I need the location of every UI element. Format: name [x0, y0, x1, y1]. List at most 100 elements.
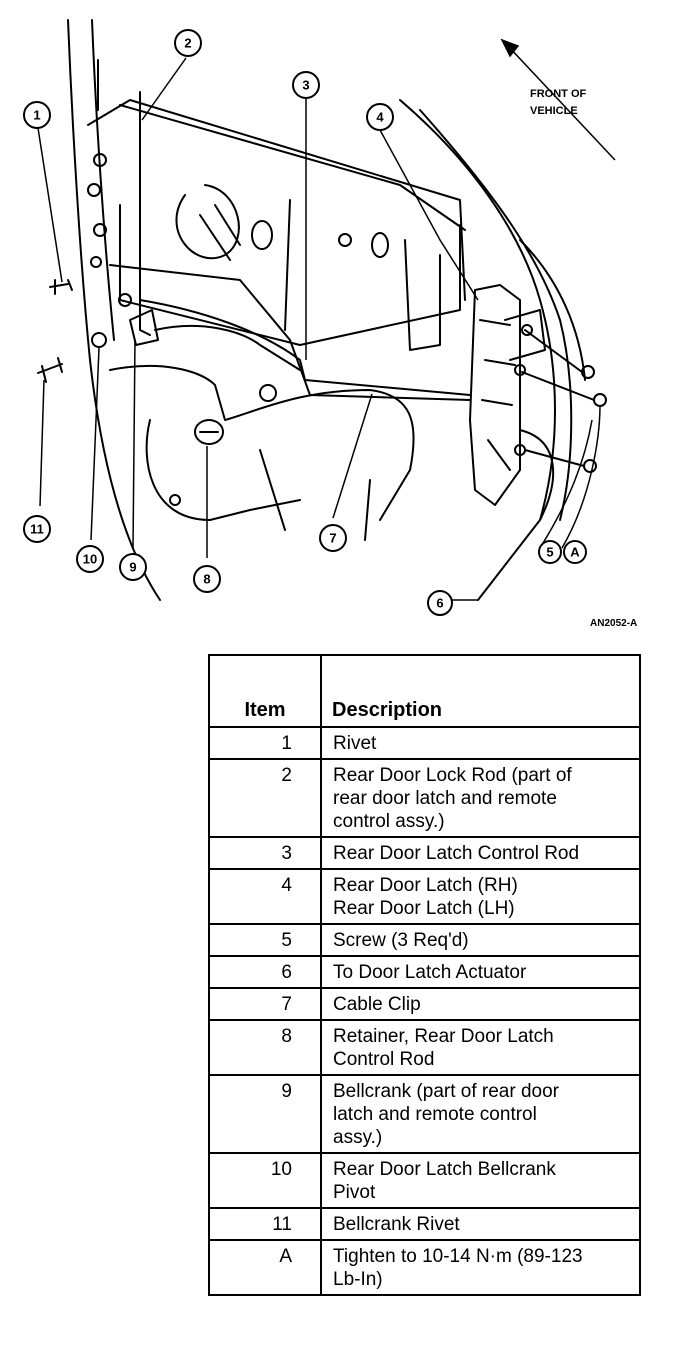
retainer	[194, 419, 224, 445]
description-line: Rear Door Latch Bellcrank	[333, 1159, 556, 1180]
item-number: 7	[208, 987, 322, 1021]
description-line: assy.)	[333, 1127, 383, 1148]
item-number: 1	[208, 726, 322, 760]
panel-hole	[93, 223, 107, 237]
cable	[109, 364, 415, 521]
description-line: To Door Latch Actuator	[333, 962, 527, 983]
inner-panel-top	[87, 99, 466, 301]
item-number: 3	[208, 836, 322, 870]
latch-screw-hole	[521, 324, 533, 336]
callout-8	[193, 565, 221, 593]
panel-recess	[284, 199, 441, 351]
window-channel	[97, 59, 466, 231]
panel-hole	[338, 233, 352, 247]
item-description: To Door Latch Actuator	[320, 955, 641, 989]
door-edge	[399, 99, 556, 521]
legend-header-row: Item Description	[208, 654, 641, 728]
panel-hole-large	[371, 232, 389, 258]
callout-11	[23, 515, 51, 543]
description-line: Bellcrank (part of rear door	[333, 1081, 559, 1102]
panel-hole	[90, 256, 102, 268]
screw	[593, 393, 607, 407]
latch-detail	[479, 319, 516, 471]
item-number: 5	[208, 923, 322, 957]
callout-label: 1	[33, 108, 40, 123]
panel-hole	[169, 494, 181, 506]
callout-label: 5	[546, 545, 553, 560]
lock-rod	[139, 91, 151, 336]
callout-a	[563, 540, 587, 564]
table-row: 1 Rivet	[208, 726, 641, 760]
description-line: Control Rod	[333, 1049, 435, 1070]
regulator-inner	[199, 204, 241, 261]
screw-leader	[521, 329, 595, 467]
description-line: Lb-In)	[333, 1269, 383, 1290]
callout-label: 10	[83, 552, 97, 567]
item-description: Rivet	[320, 726, 641, 760]
description-column-header: Description	[320, 654, 641, 728]
item-number: 4	[208, 868, 322, 925]
panel-hole	[93, 153, 107, 167]
item-number: 8	[208, 1019, 322, 1076]
direction-label: VEHICLE	[530, 105, 578, 117]
item-number: 9	[208, 1074, 322, 1154]
item-number: 6	[208, 955, 322, 989]
lower-panel	[145, 419, 301, 521]
control-rod	[109, 264, 471, 401]
latch-plate	[504, 309, 546, 361]
item-description: Bellcrank Rivet	[320, 1207, 641, 1241]
item-number: A	[208, 1239, 322, 1296]
description-line: Retainer, Rear Door Latch	[333, 1026, 554, 1047]
rear-door-latch	[469, 284, 521, 506]
callout-label: 7	[329, 531, 336, 546]
description-line: Pivot	[333, 1182, 376, 1203]
description-line: Rear Door Latch (RH)	[333, 875, 518, 896]
panel-hole	[87, 183, 101, 197]
callout-label: 11	[30, 522, 44, 537]
callout-4	[366, 103, 394, 131]
arrow-head	[500, 38, 520, 58]
actuator-wire	[477, 429, 555, 601]
window-regulator	[175, 184, 240, 260]
callout-7	[319, 524, 347, 552]
door-frame-outline	[67, 19, 161, 601]
callout-label: 4	[376, 110, 384, 125]
description-line: latch and remote control	[333, 1104, 537, 1125]
panel-hole	[118, 293, 132, 307]
direction-label: FRONT OF	[530, 88, 586, 100]
callout-label: 6	[436, 596, 443, 611]
description-line: Cable Clip	[333, 994, 421, 1015]
description-line: Rear Door Lock Rod (part of	[333, 765, 572, 786]
door-edge-2	[419, 109, 573, 521]
callout-label: 3	[302, 78, 309, 93]
bellcrank-pivot	[91, 332, 107, 348]
item-description: Cable Clip	[320, 987, 641, 1021]
arrow-shaft	[507, 45, 616, 161]
table-row: 7 Cable Clip	[208, 987, 641, 1021]
description-line: Bellcrank Rivet	[333, 1214, 460, 1235]
callout-6	[427, 590, 453, 616]
description-line: Rivet	[333, 733, 377, 754]
callout-label: 8	[203, 572, 210, 587]
item-number: 10	[208, 1152, 322, 1209]
control-rod-2	[139, 299, 471, 396]
item-number: 2	[208, 758, 322, 838]
door-frame-outline-2	[91, 19, 115, 341]
rivet-1	[49, 279, 73, 295]
figure-id: AN2052-A	[590, 618, 637, 629]
callout-5	[538, 540, 562, 564]
description-line: Rear Door Latch Control Rod	[333, 843, 580, 864]
description-line: control assy.)	[333, 811, 445, 832]
door-edge-3	[519, 239, 586, 381]
item-description: Rear Door Latch Control Rod	[320, 836, 641, 870]
